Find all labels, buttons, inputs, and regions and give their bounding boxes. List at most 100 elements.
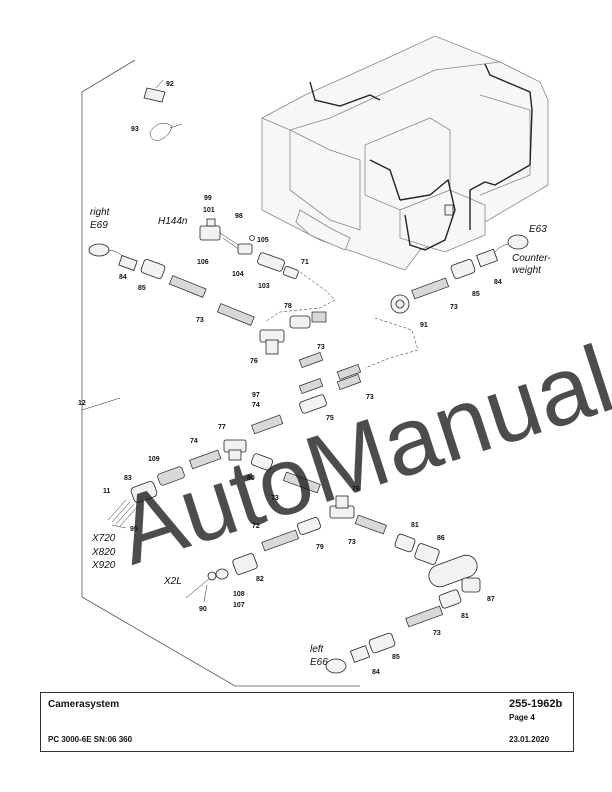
drawing-title: Camerasystem <box>48 699 120 710</box>
callout-86: 86 <box>437 535 445 542</box>
callout-84-left: 84 <box>372 669 380 676</box>
callout-104: 104 <box>232 271 244 278</box>
callout-12: 12 <box>78 400 86 407</box>
label-right: right <box>90 207 111 218</box>
callout-11: 11 <box>103 488 111 495</box>
label-counterweight-1: Counter- <box>512 253 551 264</box>
camera-e63 <box>491 234 529 257</box>
drawing-date: 23.01.2020 <box>509 735 550 744</box>
callout-74-b: 74 <box>190 438 198 445</box>
callout-109: 109 <box>148 456 160 463</box>
callout-79: 79 <box>316 544 324 551</box>
callout-73-e: 73 <box>348 539 356 546</box>
callout-85-left: 85 <box>392 654 400 661</box>
callout-106: 106 <box>197 259 209 266</box>
label-h144n: H144n <box>158 216 188 227</box>
page-number: Page 4 <box>509 713 535 722</box>
callout-76-a: 76 <box>250 358 258 365</box>
plate-87 <box>428 554 481 593</box>
callout-92: 92 <box>166 81 174 88</box>
callout-77: 77 <box>218 424 226 431</box>
label-counterweight-2: weight <box>512 265 542 276</box>
callout-73-g: 73 <box>450 304 458 311</box>
coupling-80 <box>250 453 274 471</box>
label-x820: X820 <box>91 547 116 558</box>
hose-73-bottom <box>405 605 444 628</box>
callout-90: 90 <box>199 606 207 613</box>
label-e63: E63 <box>529 224 547 235</box>
label-x720: X720 <box>91 533 116 544</box>
camera-e69 <box>88 243 127 261</box>
callout-82: 82 <box>256 576 264 583</box>
connector-84-right <box>118 255 138 271</box>
callout-91: 91 <box>420 322 428 329</box>
sleeve-109 <box>157 466 185 486</box>
coupling-79 <box>297 517 321 535</box>
callout-105: 105 <box>257 237 269 244</box>
callout-85-counterweight: 85 <box>472 291 480 298</box>
connector-designations: right E69 H144n E63 Counter- weight X720… <box>90 207 551 668</box>
callout-73-f: 73 <box>433 630 441 637</box>
callout-71: 71 <box>301 259 309 266</box>
label-tag-92 <box>143 79 166 103</box>
callout-97: 97 <box>252 392 260 399</box>
coupling-78 <box>289 311 327 329</box>
drawing-number: 255-1962b <box>509 698 563 710</box>
coupling-81-lower <box>438 589 462 609</box>
t-piece-76-lower <box>329 495 355 519</box>
plug-83 <box>130 481 158 503</box>
machine-model: PC 3000-6E SN:06 360 <box>48 735 133 744</box>
sleeve-71 <box>282 266 299 279</box>
connector-84-counterweight <box>475 248 499 268</box>
callout-78: 78 <box>284 303 292 310</box>
callout-75: 75 <box>326 415 334 422</box>
excavator-superstructure <box>261 35 549 271</box>
callout-73-a: 73 <box>196 317 204 324</box>
connector-h144n <box>199 218 255 255</box>
connector-85-left <box>368 632 396 654</box>
sleeve-86 <box>414 543 440 565</box>
callout-numbers: 92 93 99 101 98 105 106 104 103 71 84 85… <box>78 81 502 676</box>
callout-85-right: 85 <box>138 285 146 292</box>
coupling-103 <box>257 252 285 272</box>
label-x920: X920 <box>91 560 116 571</box>
callout-73-b: 73 <box>317 344 325 351</box>
callout-84-counterweight: 84 <box>494 279 502 286</box>
callout-87: 87 <box>487 596 495 603</box>
connector-85-right <box>140 259 166 279</box>
connector-85-counterweight <box>450 259 476 279</box>
machine-frame-outline <box>81 59 360 687</box>
callout-81-b: 81 <box>461 613 469 620</box>
hose-73-counterweight <box>411 277 450 300</box>
title-block: Camerasystem 255-1962b Page 4 PC 3000-6E… <box>40 692 574 752</box>
hose-73-lower <box>282 471 387 535</box>
callout-98: 98 <box>235 213 243 220</box>
gland-82 <box>232 553 258 575</box>
connector-84-left <box>349 645 371 663</box>
grommet-91 <box>390 294 410 314</box>
callout-108: 108 <box>233 591 245 598</box>
t-piece-76-upper <box>259 329 285 355</box>
watermark: AutoManual <box>105 325 612 585</box>
callout-72: 72 <box>252 523 260 530</box>
connector-x2l <box>185 568 229 599</box>
callout-95: 95 <box>130 526 138 533</box>
label-x2l: X2L <box>163 576 182 587</box>
coupling-81-upper <box>394 533 416 553</box>
callout-81-a: 81 <box>411 522 419 529</box>
callout-80: 80 <box>247 475 255 482</box>
hose-74 <box>189 414 284 470</box>
callout-76-b: 76 <box>352 486 360 493</box>
label-e69: E69 <box>90 220 108 231</box>
callout-73-d: 73 <box>271 495 279 502</box>
callout-73-c: 73 <box>366 394 374 401</box>
callout-74-a: 74 <box>252 402 260 409</box>
callout-101: 101 <box>203 207 215 214</box>
leader-lines <box>111 524 208 603</box>
camera-e66 <box>325 658 347 674</box>
t-piece-75 <box>299 394 327 414</box>
cable-routes <box>81 271 419 411</box>
t-piece-77 <box>223 439 247 461</box>
contacts-11-95 <box>107 499 139 527</box>
